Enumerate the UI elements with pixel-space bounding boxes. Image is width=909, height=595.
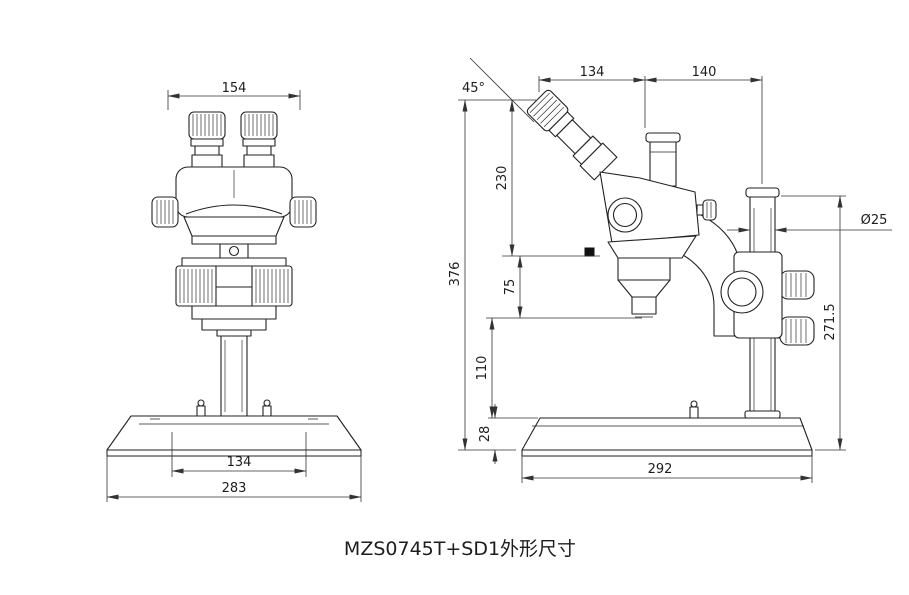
dim-column-diameter: Ø25 xyxy=(727,213,892,233)
drawing-caption: MZS0745T+SD1外形尺寸 xyxy=(344,538,576,560)
dim-label-arm-depth: 140 xyxy=(692,65,717,80)
dim-arm-depth: 140 xyxy=(644,65,763,83)
binocular-head xyxy=(151,166,317,228)
front-view xyxy=(106,111,362,457)
lamp-switch xyxy=(584,247,595,257)
dim-front-head-width: 154 xyxy=(167,81,301,110)
dim-label-base-width: 283 xyxy=(222,481,247,496)
dim-objective-height: 75 xyxy=(503,255,523,319)
dim-eyepiece-angle: 45° xyxy=(462,57,535,123)
eyepiece-tube-45 xyxy=(526,89,618,181)
dim-working-height: 110 xyxy=(475,317,495,419)
dim-front-base-width: 283 xyxy=(106,452,362,502)
side-view xyxy=(521,89,815,457)
dim-label-head-width: 154 xyxy=(222,81,247,96)
dim-column-height: 271.5 xyxy=(781,195,846,451)
dim-head-height: 230 xyxy=(495,99,515,257)
dim-label-eyepiece-angle: 45° xyxy=(462,81,485,96)
dim-front-clip-span: 134 xyxy=(171,432,307,477)
dim-label-base-depth: 292 xyxy=(648,462,673,477)
dim-base-depth: 292 xyxy=(521,452,813,483)
objective-side xyxy=(607,235,697,318)
dim-label-total-height: 376 xyxy=(448,262,463,287)
dim-label-column-height: 271.5 xyxy=(823,303,838,340)
dim-base-height: 28 xyxy=(478,404,498,464)
eyepiece-right-icon xyxy=(240,111,278,169)
dim-head-depth: 134 xyxy=(538,65,763,184)
trinocular-port xyxy=(645,132,681,187)
head-side xyxy=(584,171,717,257)
eyepiece-left-icon xyxy=(188,111,226,169)
dim-label-head-depth: 134 xyxy=(580,65,605,80)
dim-label-objective-height: 75 xyxy=(503,279,518,296)
dim-label-column-diameter: Ø25 xyxy=(861,213,888,228)
dim-label-working-height: 110 xyxy=(475,356,490,381)
extension-lines-left xyxy=(458,99,642,451)
head-carrier xyxy=(183,216,285,259)
stand-pole-front xyxy=(216,329,252,417)
dim-label-head-height: 230 xyxy=(495,166,510,191)
base-front xyxy=(106,415,362,457)
zoom-drum xyxy=(175,257,293,331)
dim-label-base-height: 28 xyxy=(478,426,493,443)
dim-total-height: 376 xyxy=(448,99,468,451)
dim-label-clip-span: 134 xyxy=(227,455,252,470)
